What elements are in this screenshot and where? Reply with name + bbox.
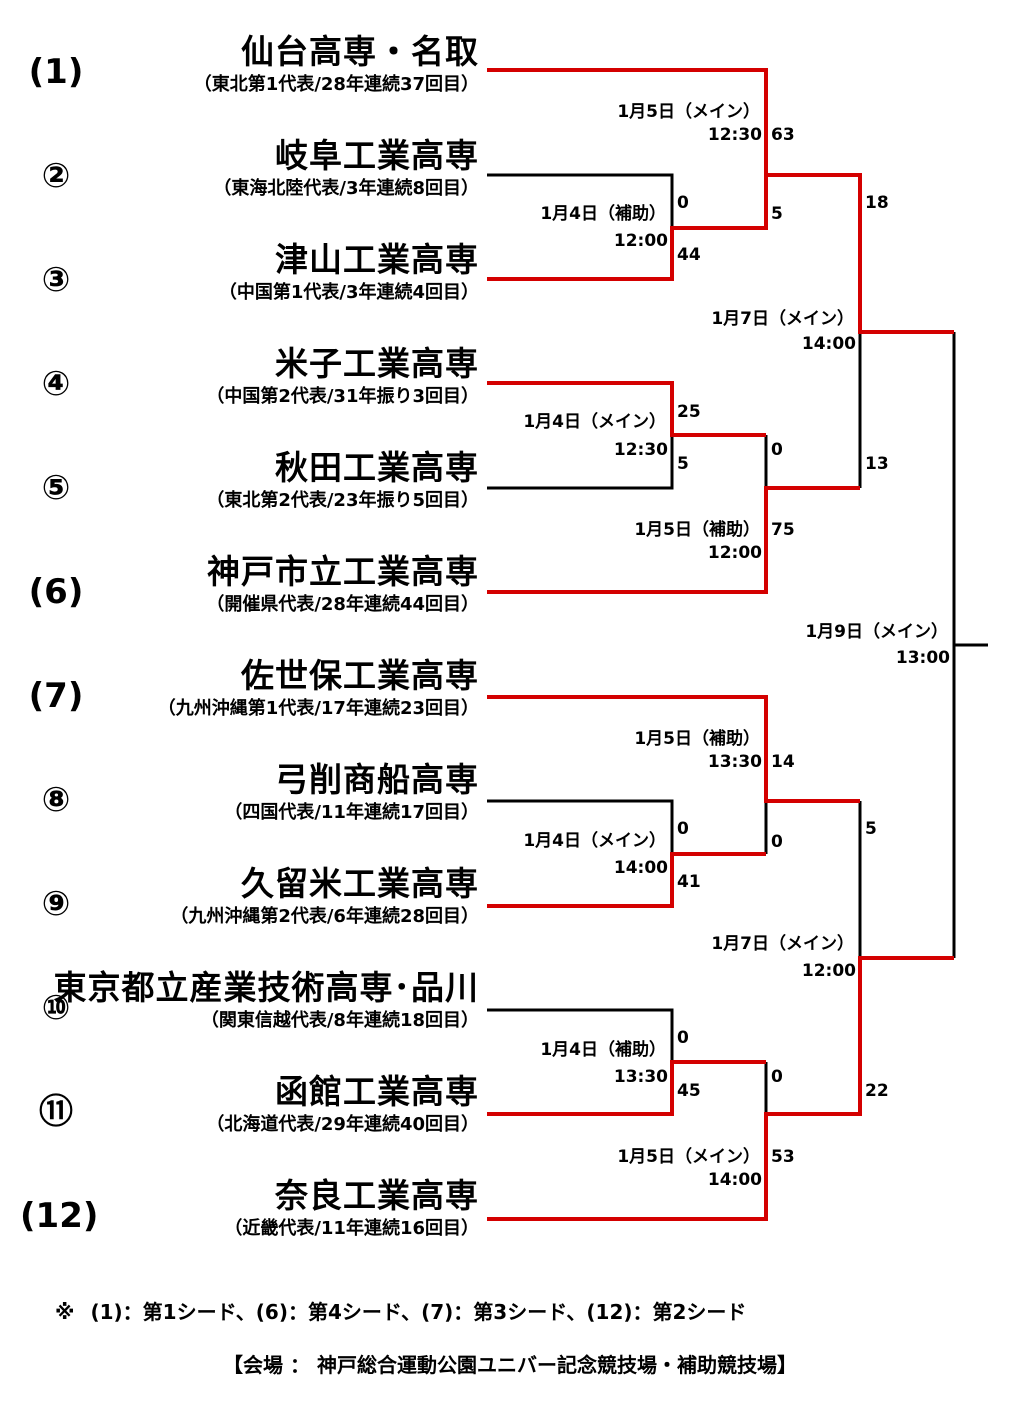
match-score: 75 — [771, 520, 795, 540]
match-score: 0 — [677, 193, 689, 213]
team-3-info: （中国第1代表/3年連続4回目） — [218, 282, 479, 303]
match-time: 13:30 — [708, 752, 762, 772]
match-score: 13 — [865, 454, 889, 474]
match-date: 1月5日（メイン） — [617, 1146, 760, 1167]
match-time: 12:00 — [708, 543, 762, 563]
bracket-line — [487, 1008, 674, 1062]
match-score: 18 — [865, 193, 889, 213]
team-2-seed: ② — [41, 156, 71, 196]
note-text: (1)：第1シード、(6)：第4シード、(7)：第3シード、(12)：第2シード — [90, 1300, 747, 1324]
team-4-seed: ④ — [41, 364, 71, 404]
match-score: 25 — [677, 402, 701, 422]
team-9-info: （九州沖縄第2代表/6年連続28回目） — [170, 906, 479, 927]
team-7-name: 佐世保工業高専 — [241, 656, 479, 695]
team-1-info: （東北第1代表/28年連続37回目） — [193, 74, 479, 95]
match-score: 44 — [677, 245, 701, 265]
match-time: 13:00 — [896, 648, 950, 668]
match-score: 14 — [771, 752, 795, 772]
team-10-seed: ⑩ — [41, 988, 71, 1028]
team-11-info: （北海道代表/29年連続40回目） — [206, 1114, 479, 1135]
winner-line — [487, 486, 860, 594]
team-12-seed: (12) — [20, 1196, 99, 1236]
winner-line — [487, 381, 766, 437]
match-date: 1月9日（メイン） — [805, 621, 948, 642]
team-7-seed: (7) — [28, 676, 84, 716]
match-time: 12:30 — [708, 125, 762, 145]
match-score: 0 — [677, 819, 689, 839]
match-score: 0 — [771, 1067, 783, 1087]
match-score: 0 — [771, 832, 783, 852]
match-date: 1月7日（メイン） — [711, 308, 854, 329]
team-12-name: 奈良工業高専 — [275, 1176, 479, 1215]
team-1-seed: (1) — [28, 52, 84, 92]
match-labels: 1月4日（補助） 12:00 0 44 1月4日（メイン） 12:30 25 5… — [523, 101, 950, 1190]
match-score: 5 — [677, 454, 689, 474]
team-3-name: 津山工業高専 — [275, 240, 479, 279]
match-score: 5 — [865, 819, 877, 839]
team-5-info: （東北第2代表/23年振り5回目） — [206, 490, 479, 511]
team-4-info: （中国第2代表/31年振り3回目） — [206, 386, 479, 407]
winner-line — [487, 695, 860, 803]
seed-note: ※ (1)：第1シード、(6)：第4シード、(7)：第3シード、(12)：第2シー… — [55, 1297, 746, 1327]
match-time: 12:00 — [614, 231, 668, 251]
match-date: 1月4日（メイン） — [523, 830, 666, 851]
match-score: 0 — [771, 440, 783, 460]
match-time: 14:00 — [614, 858, 668, 878]
winner-line — [487, 173, 954, 334]
note-mark: ※ — [55, 1300, 75, 1324]
match-date: 1月4日（補助） — [540, 1039, 666, 1060]
team-12-info: （近畿代表/11年連続16回目） — [224, 1218, 479, 1239]
match-time: 14:00 — [802, 334, 856, 354]
team-5-name: 秋田工業高専 — [275, 448, 479, 487]
team-9-seed: ⑨ — [41, 884, 71, 924]
bracket-lines — [487, 68, 988, 1221]
team-5-seed: ⑤ — [41, 468, 71, 508]
team-11-seed: ⑪ — [39, 1092, 73, 1132]
match-date: 1月7日（メイン） — [711, 933, 854, 954]
match-score: 63 — [771, 125, 795, 145]
bracket-line — [487, 173, 674, 228]
match-date: 1月4日（メイン） — [523, 411, 666, 432]
match-date: 1月4日（補助） — [540, 203, 666, 224]
match-score: 41 — [677, 872, 701, 892]
team-8-seed: ⑧ — [41, 780, 71, 820]
team-6-seed: (6) — [28, 572, 84, 612]
match-score: 45 — [677, 1081, 701, 1101]
team-11-name: 函館工業高専 — [275, 1072, 479, 1111]
bracket-line — [487, 435, 674, 490]
winner-line — [487, 68, 768, 175]
team-10-name: 東京都立産業技術高専･品川 — [53, 968, 479, 1007]
match-time: 12:30 — [614, 440, 668, 460]
team-6-name: 神戸市立工業高専 — [207, 552, 479, 591]
team-8-name: 弓削商船高専 — [275, 760, 479, 799]
match-time: 13:30 — [614, 1067, 668, 1087]
venue-label: 【会場 ： 神戸総合運動公園ユニバー記念競技場・補助競技場】 — [223, 1353, 797, 1377]
winner-line — [487, 852, 766, 908]
team-7-info: （九州沖縄第1代表/17年連続23回目） — [157, 698, 479, 719]
winner-line — [487, 1060, 766, 1116]
match-date: 1月5日（補助） — [634, 519, 760, 540]
match-score: 0 — [677, 1028, 689, 1048]
team-1-name: 仙台高専・名取 — [241, 32, 479, 71]
match-date: 1月5日（メイン） — [617, 101, 760, 122]
team-3-seed: ③ — [41, 260, 71, 300]
team-10-info: （関東信越代表/8年連続18回目） — [200, 1010, 479, 1031]
team-9-name: 久留米工業高専 — [241, 864, 479, 903]
team-8-info: （四国代表/11年連続17回目） — [224, 802, 479, 823]
match-time: 12:00 — [802, 961, 856, 981]
tournament-bracket: 1月4日（補助） 12:00 0 44 1月4日（メイン） 12:30 25 5… — [487, 68, 988, 1221]
match-date: 1月5日（補助） — [634, 728, 760, 749]
match-score: 53 — [771, 1147, 795, 1167]
winner-line — [487, 956, 954, 1221]
match-score: 5 — [771, 204, 783, 224]
team-2-info: （東海北陸代表/3年連続8回目） — [213, 178, 479, 199]
team-6-info: （開催県代表/28年連続44回目） — [206, 594, 479, 615]
match-score: 22 — [865, 1081, 889, 1101]
match-time: 14:00 — [708, 1170, 762, 1190]
bracket-line — [487, 799, 674, 854]
team-2-name: 岐阜工業高専 — [275, 136, 479, 175]
team-4-name: 米子工業高専 — [275, 344, 479, 383]
